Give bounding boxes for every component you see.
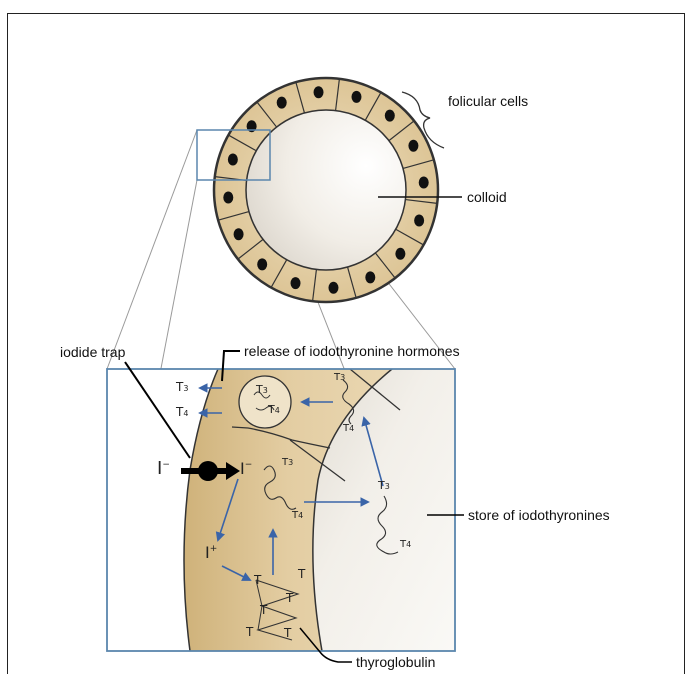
thyroglobulin-t-6: T: [284, 627, 291, 639]
iodide-outside: I−: [157, 460, 170, 478]
thyroglobulin-t-3: T: [286, 592, 293, 604]
cell-nucleus: [414, 214, 424, 226]
thyroglobulin-t-2: T: [298, 568, 305, 580]
cell-nucleus: [385, 110, 395, 122]
t3-cleaved: T3: [334, 373, 345, 383]
cell-nucleus: [257, 258, 267, 270]
cell-nucleus: [419, 177, 429, 189]
cell-nucleus: [228, 154, 238, 166]
colloid-label: colloid: [467, 189, 507, 205]
iodine-oxidized: I+: [205, 545, 217, 561]
thyroglobulin-t-1: T: [254, 574, 261, 586]
cell-nucleus: [395, 248, 405, 260]
folicular-cells-label: folicular cells: [448, 93, 528, 109]
thyroglobulin-label: thyroglobulin: [356, 654, 435, 670]
t3-released: T3: [176, 381, 188, 393]
cell-nucleus: [291, 277, 301, 289]
t3-vesicle: T3: [256, 384, 268, 395]
cell-nucleus: [223, 191, 233, 203]
cell-nucleus: [328, 282, 338, 294]
t4-cytoplasm: T4: [292, 511, 303, 521]
thyroglobulin-t-4: T: [260, 604, 267, 616]
t4-released: T4: [176, 406, 188, 418]
cell-nucleus: [365, 271, 375, 283]
cell-nucleus: [234, 228, 244, 240]
cell-nucleus: [314, 86, 324, 98]
iodide-pump: [198, 461, 218, 481]
thyroid-follicle: [214, 78, 438, 302]
iodide-inside: I−: [240, 461, 252, 477]
t4-colloid: T4: [400, 540, 411, 550]
t3-cytoplasm: T3: [282, 458, 293, 468]
t4-vesicle: T4: [268, 404, 280, 415]
t4-cleaved: T4: [343, 424, 354, 434]
t3-colloid: T3: [378, 480, 390, 491]
cell-nucleus: [277, 97, 287, 109]
thyroglobulin-t-5: T: [246, 626, 253, 638]
cell-nucleus: [351, 91, 361, 103]
release-label: release of iodothyronine hormones: [244, 343, 460, 359]
store-label: store of iodothyronines: [468, 507, 610, 523]
cell-nucleus: [408, 140, 418, 152]
iodide-trap-label: iodide trap: [60, 344, 125, 360]
